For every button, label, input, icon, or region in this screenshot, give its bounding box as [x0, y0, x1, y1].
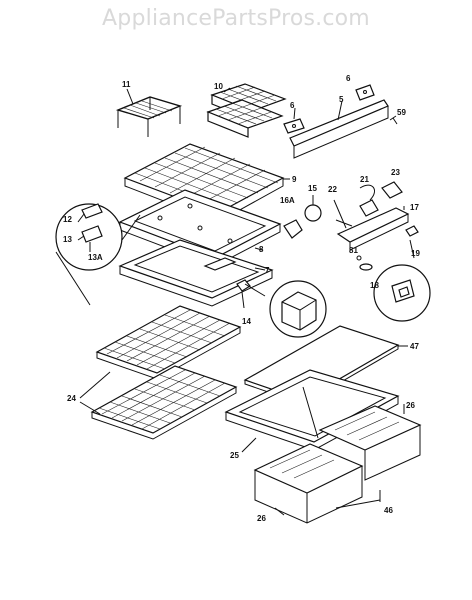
part-6-bracket — [283, 107, 305, 134]
svg-text:17: 17 — [410, 203, 419, 212]
svg-text:15: 15 — [308, 184, 317, 193]
part-10-ice-tray — [206, 83, 287, 138]
svg-text:9: 9 — [292, 175, 297, 184]
svg-text:59: 59 — [397, 108, 406, 117]
svg-text:12: 12 — [63, 215, 72, 224]
svg-text:24: 24 — [67, 394, 76, 403]
svg-text:81: 81 — [349, 246, 358, 255]
svg-text:22: 22 — [328, 185, 337, 194]
svg-text:11: 11 — [122, 80, 131, 89]
svg-text:26: 26 — [406, 401, 415, 410]
part-25-crisper-cover — [224, 369, 400, 453]
part-labels: 11 10 6 5 59 6 9 8 7 12 13 13A 16A 15 22… — [63, 74, 420, 523]
callout-12-13 — [55, 203, 141, 306]
svg-text:19: 19 — [411, 249, 420, 258]
svg-text:16A: 16A — [280, 196, 295, 205]
svg-text:26: 26 — [257, 514, 266, 523]
svg-text:6: 6 — [290, 101, 295, 110]
svg-text:13: 13 — [63, 235, 72, 244]
svg-text:23: 23 — [391, 168, 400, 177]
svg-text:46: 46 — [384, 506, 393, 515]
watermark: AppliancePartsPros.com — [102, 6, 370, 31]
svg-text:13A: 13A — [88, 253, 103, 262]
svg-text:5: 5 — [339, 95, 344, 104]
part-11-rack — [115, 88, 183, 137]
svg-text:6: 6 — [346, 74, 351, 83]
light-assembly — [283, 181, 431, 322]
part-7-frame — [118, 239, 274, 307]
svg-text:18: 18 — [370, 281, 379, 290]
svg-text:47: 47 — [410, 342, 419, 351]
svg-text:10: 10 — [214, 82, 223, 91]
svg-text:8: 8 — [259, 245, 264, 254]
part-24-wire-shelf — [79, 305, 242, 440]
part-5-rail — [289, 84, 398, 159]
svg-text:21: 21 — [360, 175, 369, 184]
svg-text:14: 14 — [242, 317, 251, 326]
part-14-damper — [236, 279, 327, 338]
part-46-crisper-pan — [253, 404, 422, 524]
svg-text:25: 25 — [230, 451, 239, 460]
svg-text:7: 7 — [265, 266, 270, 275]
